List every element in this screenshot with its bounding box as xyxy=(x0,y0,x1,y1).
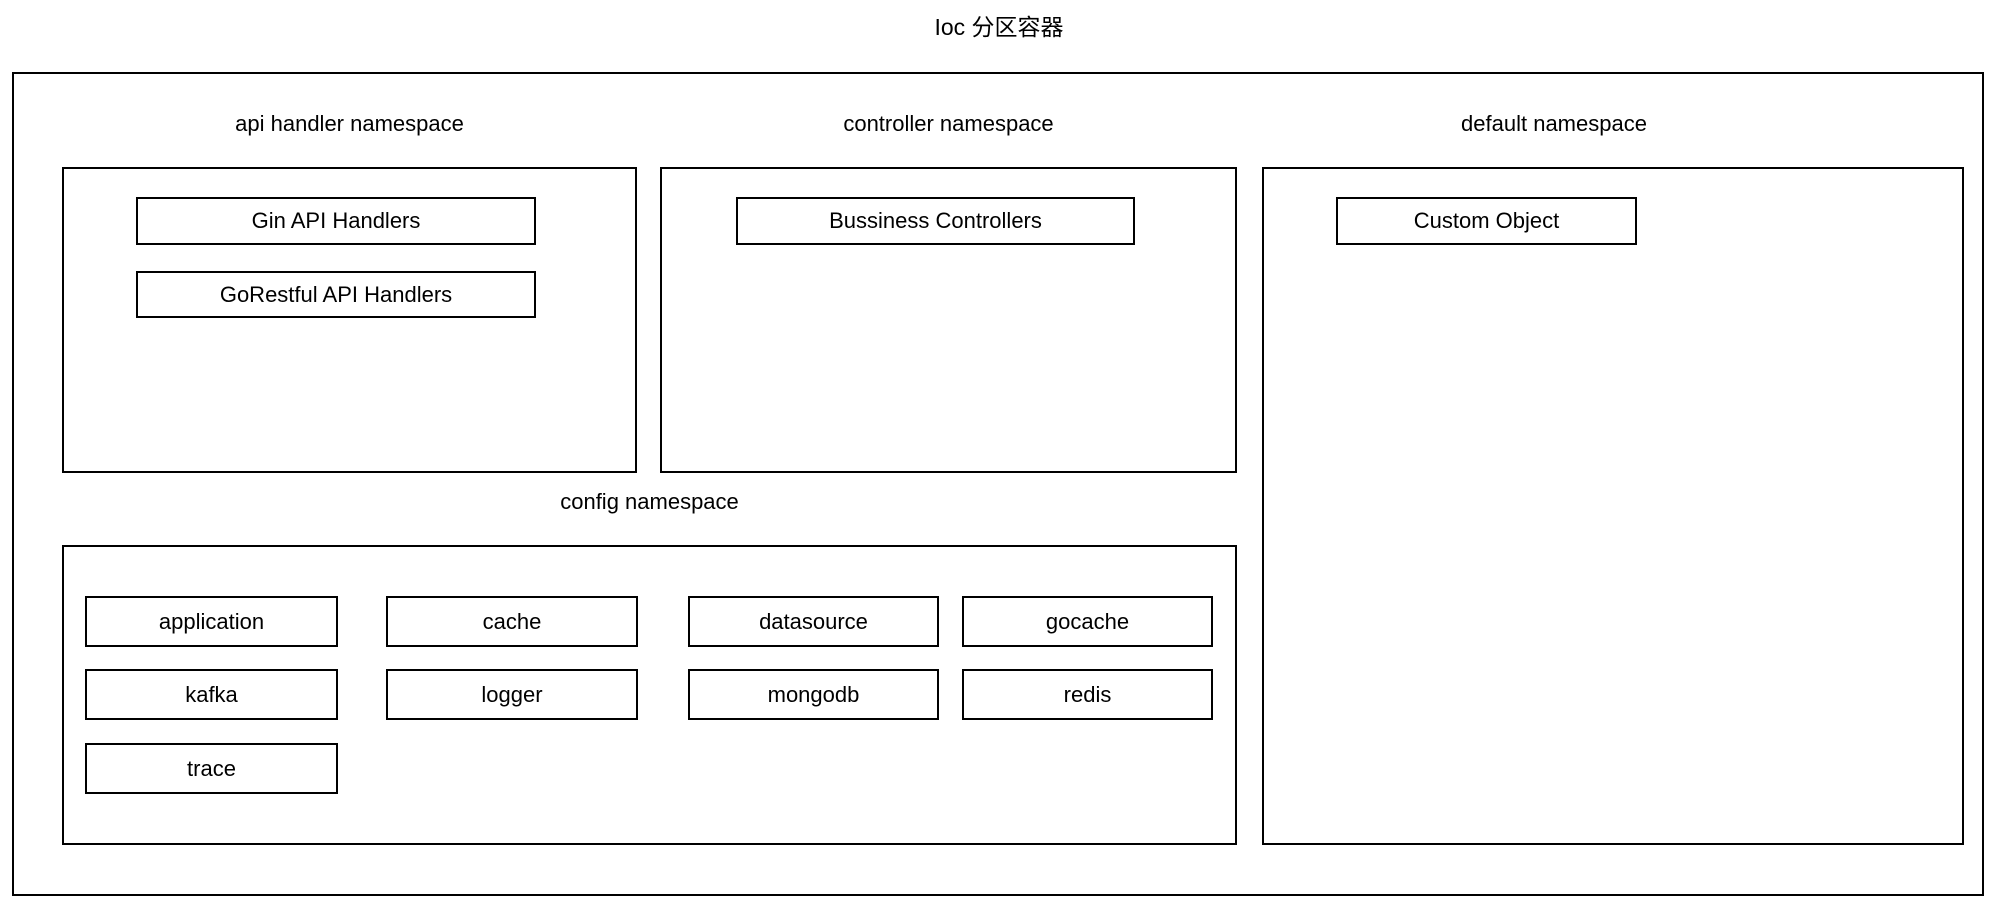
namespace-label-controller: controller namespace xyxy=(843,111,1054,136)
diagram-title: Ioc 分区容器 xyxy=(934,14,1064,40)
config-item-kafka: kafka xyxy=(85,669,338,720)
namespace-label-config: config namespace xyxy=(560,489,739,514)
config-item-cache: cache xyxy=(386,596,638,647)
namespace-box-default xyxy=(1262,167,1964,845)
config-item-datasource: datasource xyxy=(688,596,939,647)
config-item-redis: redis xyxy=(962,669,1213,720)
component-gorestful-api-handlers: GoRestful API Handlers xyxy=(136,271,536,318)
config-item-mongodb: mongodb xyxy=(688,669,939,720)
component-gin-api-handlers: Gin API Handlers xyxy=(136,197,536,245)
config-item-gocache: gocache xyxy=(962,596,1213,647)
namespace-label-default: default namespace xyxy=(1461,111,1647,136)
namespace-label-api-handler: api handler namespace xyxy=(235,111,464,136)
config-item-trace: trace xyxy=(85,743,338,794)
component-custom-object: Custom Object xyxy=(1336,197,1637,245)
component-bussiness-controllers: Bussiness Controllers xyxy=(736,197,1135,245)
config-item-application: application xyxy=(85,596,338,647)
config-item-logger: logger xyxy=(386,669,638,720)
